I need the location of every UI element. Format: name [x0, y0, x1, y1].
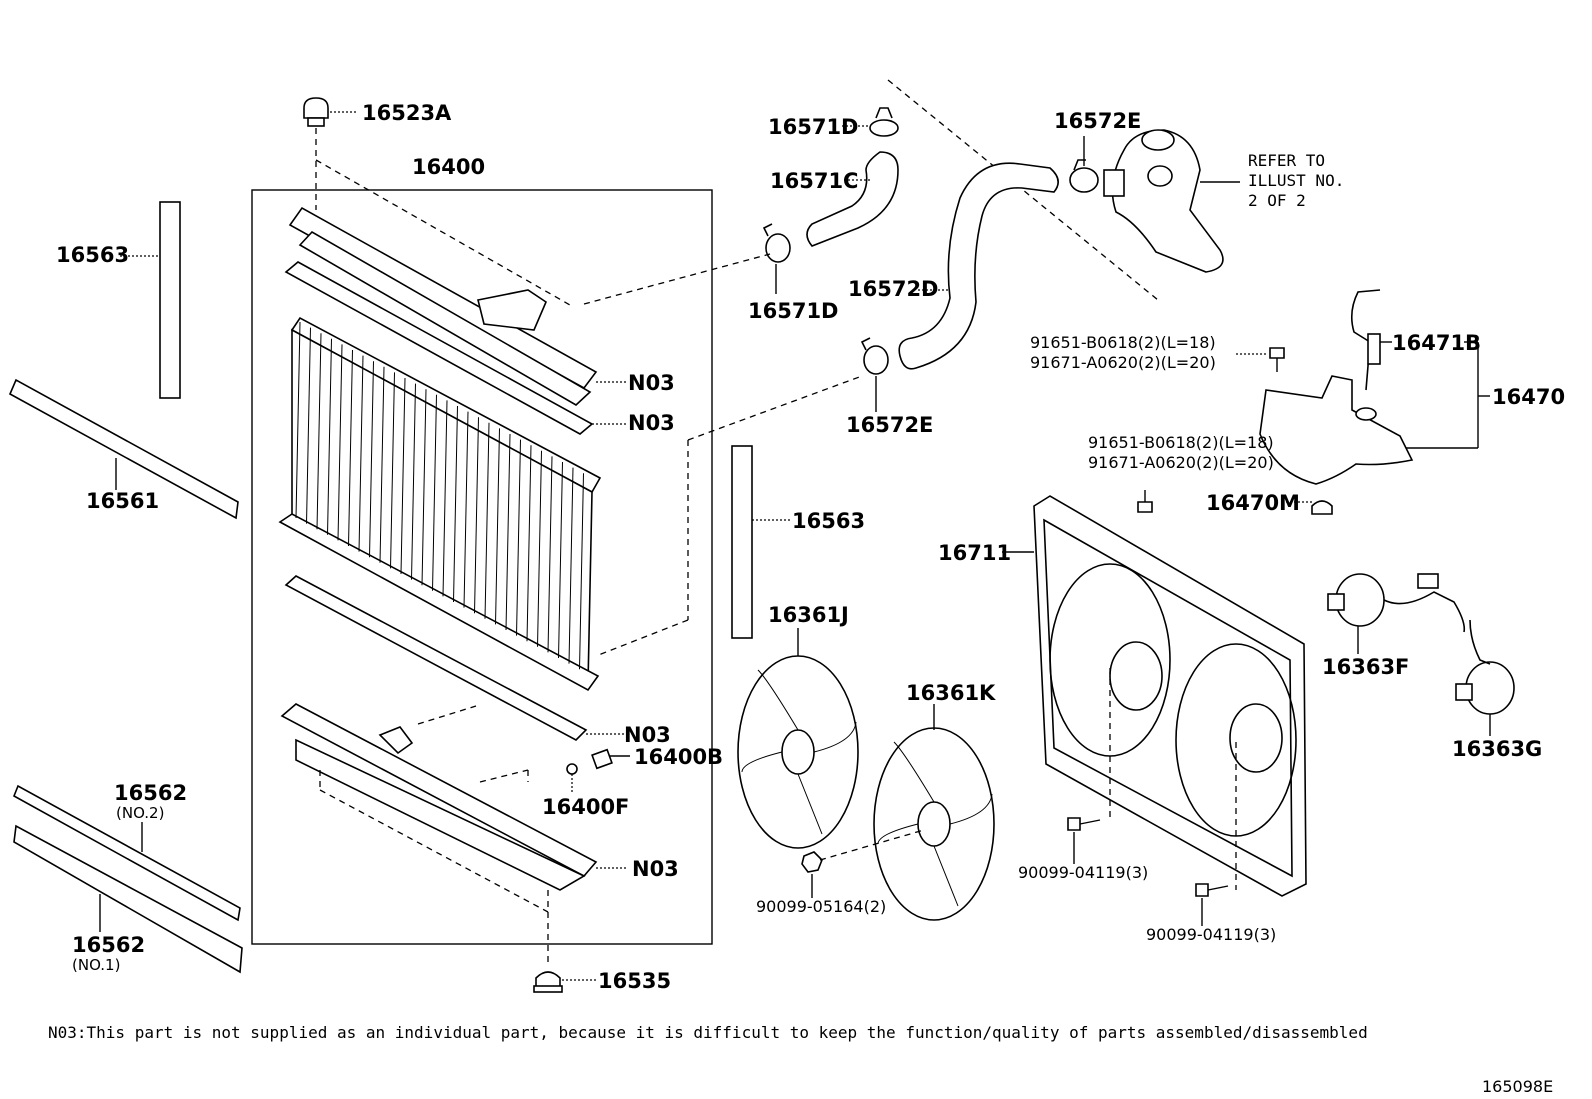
fan-16361K-icon	[873, 727, 995, 921]
bolt-91651-b-icon	[1137, 490, 1153, 513]
bolt-91651-a-icon	[1269, 347, 1285, 372]
label-16400B: 16400B	[634, 745, 723, 769]
label-16571C: 16571C	[770, 169, 858, 193]
radiator-assembly-frame	[251, 189, 713, 945]
label-16572E-bottom: 16572E	[846, 413, 933, 437]
label-n03-upper-tank: N03	[628, 371, 675, 395]
lower-tank-icon	[280, 703, 598, 891]
reservoir-cap-icon	[1311, 500, 1333, 515]
label-n03-lower-gasket: N03	[624, 723, 671, 747]
label-16363G: 16363G	[1452, 737, 1542, 761]
label-bolt-a1: 91651-B0618(2)(L=18)	[1030, 333, 1216, 352]
label-n03-lower-tank: N03	[632, 857, 679, 881]
label-n03-upper-gasket: N03	[628, 411, 675, 435]
label-16400F: 16400F	[542, 795, 629, 819]
upper-tank-icon	[288, 206, 598, 406]
label-refer-line1: REFER TO	[1248, 151, 1325, 170]
label-90099-04119-b: 90099-04119(3)	[1146, 925, 1276, 944]
label-16562-no2-sub: (NO.2)	[116, 804, 164, 822]
water-outlet-icon	[1103, 129, 1224, 273]
label-90099-04119-a: 90099-04119(3)	[1018, 863, 1148, 882]
label-16471B: 16471B	[1392, 331, 1481, 355]
seal-16563-right-icon	[731, 445, 753, 639]
fan-motor-16363G-icon	[1455, 619, 1515, 715]
label-refer-line2: ILLUST NO.	[1248, 171, 1344, 190]
footnote: N03:This part is not supplied as an indi…	[48, 1023, 1368, 1042]
bolt-90099-a-icon	[1067, 817, 1101, 831]
label-90099-05164: 90099-05164(2)	[756, 897, 886, 916]
label-16562-no1-sub: (NO.1)	[72, 956, 120, 974]
seal-16563-left-icon	[159, 201, 181, 399]
drain-cock-icon	[591, 748, 630, 770]
label-16563-left: 16563	[56, 243, 129, 267]
label-16400: 16400	[412, 155, 485, 179]
label-16572D: 16572D	[848, 277, 939, 301]
label-16572E-top: 16572E	[1054, 109, 1141, 133]
label-16470M: 16470M	[1206, 491, 1300, 515]
lower-cushion-icon	[533, 971, 563, 993]
hose-16572D-icon	[898, 162, 1059, 370]
o-ring-icon	[566, 763, 578, 775]
label-bolt-b2: 91671-A0620(2)(L=20)	[1088, 453, 1274, 472]
fan-nut-icon	[801, 851, 823, 873]
label-16361J: 16361J	[768, 603, 849, 627]
label-16523A: 16523A	[362, 101, 452, 125]
seal-16562-no2-icon	[12, 784, 241, 922]
label-bolt-a2: 91671-A0620(2)(L=20)	[1030, 353, 1216, 372]
label-16361K: 16361K	[906, 681, 996, 705]
label-bolt-b1: 91651-B0618(2)(L=18)	[1088, 433, 1274, 452]
label-16562-no1: 16562	[72, 933, 145, 957]
bolt-90099-b-icon	[1195, 883, 1229, 897]
label-16563-right: 16563	[792, 509, 865, 533]
hose-16571C-icon	[806, 151, 899, 247]
hose-clamp-16571D-bottom-icon	[762, 223, 791, 263]
radiator-core-icon	[278, 316, 602, 692]
fan-shroud-icon	[1033, 495, 1307, 897]
reservoir-tank-icon	[1259, 375, 1414, 485]
label-refer-line3: 2 OF 2	[1248, 191, 1306, 210]
label-16571D-bottom: 16571D	[748, 299, 839, 323]
seal-16562-no1-icon	[13, 824, 243, 974]
label-16711: 16711	[938, 541, 1011, 565]
label-16561: 16561	[86, 489, 159, 513]
illustration-id: 165098E	[1482, 1077, 1553, 1096]
hose-clamp-16571D-top-icon	[869, 107, 899, 137]
seal-16561-icon	[8, 378, 239, 520]
fan-motor-16363F-icon	[1327, 573, 1466, 633]
label-16363F: 16363F	[1322, 655, 1409, 679]
label-16470: 16470	[1492, 385, 1565, 409]
hose-clamp-16572E-bottom-icon	[860, 337, 889, 375]
label-16562-no2: 16562	[114, 781, 187, 805]
fan-16361J-icon	[737, 655, 859, 849]
label-16571D-top: 16571D	[768, 115, 859, 139]
reservoir-hose-icon	[1350, 289, 1381, 391]
radiator-cap-icon	[303, 97, 329, 127]
lower-gasket-icon	[284, 575, 588, 741]
label-16535: 16535	[598, 969, 671, 993]
